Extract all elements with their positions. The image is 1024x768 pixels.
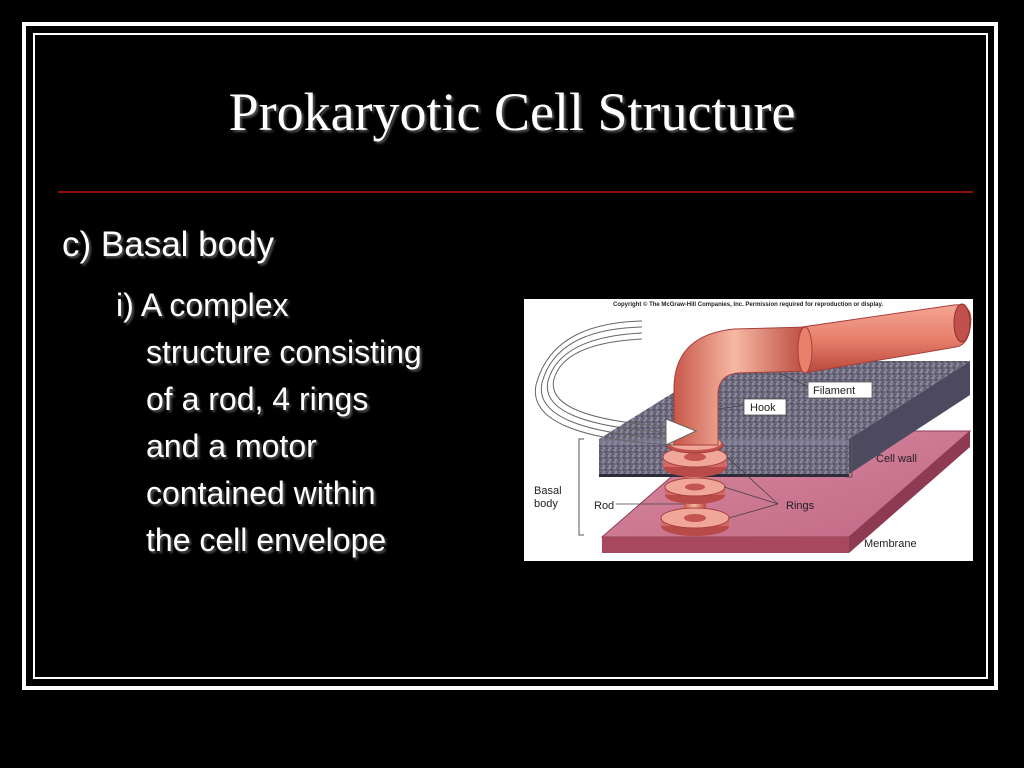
bullet-basal-body: c) Basal body bbox=[62, 225, 275, 264]
cell-wall-label: Cell wall bbox=[876, 453, 917, 465]
cell-wall-bracket bbox=[846, 438, 853, 478]
title-divider bbox=[58, 191, 973, 193]
slide-outer-border bbox=[22, 22, 998, 690]
hook-and-filament bbox=[673, 303, 972, 446]
basal-body-label: Basal body bbox=[534, 485, 565, 510]
slide-title: Prokaryotic Cell Structure bbox=[228, 82, 796, 142]
filament-label-box bbox=[807, 381, 873, 399]
sub-bullet-line: and a motor bbox=[146, 428, 317, 464]
membrane-label: Membrane bbox=[864, 538, 917, 550]
sub-bullet-description: i) A complex structure consisting of a r… bbox=[116, 282, 422, 564]
basal-body-label-line2: body bbox=[534, 498, 558, 510]
sub-bullet-line: of a rod, 4 rings bbox=[146, 381, 369, 417]
flagellum-diagram-svg: Copyright © The McGraw-Hill Companies, I… bbox=[534, 301, 972, 553]
filament-label: Filament bbox=[813, 385, 855, 397]
basal-body-structure bbox=[660, 436, 730, 536]
sub-bullet-line: the cell envelope bbox=[146, 522, 387, 558]
sub-bullet-line: structure consisting bbox=[146, 334, 422, 370]
sub-bullet-line: contained within bbox=[146, 475, 376, 511]
figure-copyright: Copyright © The McGraw-Hill Companies, I… bbox=[613, 301, 883, 308]
slide-inner-border bbox=[33, 33, 988, 679]
hook-label: Hook bbox=[750, 402, 776, 414]
basal-body-bracket bbox=[578, 438, 584, 536]
rod-label: Rod bbox=[594, 500, 614, 512]
sub-bullet-line: i) A complex bbox=[116, 287, 289, 323]
basal-body-label-line1: Basal bbox=[534, 485, 562, 497]
hook-label-box bbox=[743, 398, 787, 416]
label-leaders bbox=[616, 372, 810, 519]
rings-label: Rings bbox=[786, 500, 815, 512]
flagellum-diagram: Copyright © The McGraw-Hill Companies, I… bbox=[524, 299, 973, 561]
rotation-arrow bbox=[534, 320, 698, 446]
